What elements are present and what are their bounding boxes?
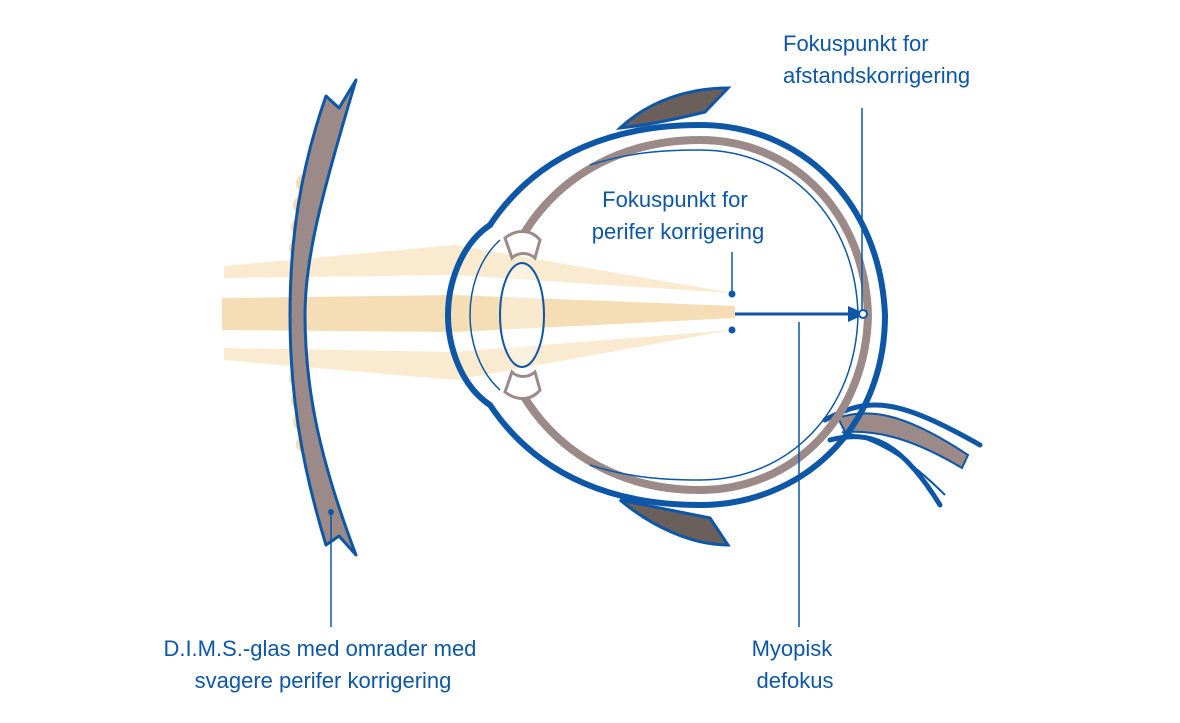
focus-arrow-head xyxy=(848,306,866,322)
myopic-defocus-label: Myopisk defokus xyxy=(752,636,839,693)
cornea-inner xyxy=(469,239,501,391)
lens-marker-dot xyxy=(328,509,334,515)
eye-sclera xyxy=(487,121,889,509)
peripheral-focus-point-lower xyxy=(728,326,736,334)
cornea xyxy=(444,222,493,408)
optic-nerve-core xyxy=(836,412,970,470)
iris-upper xyxy=(503,230,542,261)
lower-eyelid xyxy=(619,498,731,547)
lens-label: D.I.M.S.-glas med omrader med svagere pe… xyxy=(163,636,482,693)
distance-focus-label: Fokuspunkt for afstandskorrigering xyxy=(783,31,970,88)
peripheral-focus-label: Fokuspunkt for perifer korrigering xyxy=(592,187,764,244)
crystalline-lens xyxy=(499,262,545,368)
eye-choroid xyxy=(516,135,873,495)
upper-peripheral-beam xyxy=(224,245,732,293)
distance-focus-point xyxy=(858,309,868,319)
dims-spectacle-lens xyxy=(288,78,358,557)
lower-peripheral-beam xyxy=(224,330,732,380)
central-beam xyxy=(222,295,735,332)
upper-eyelid xyxy=(615,86,732,130)
iris-lower xyxy=(503,369,542,400)
crystalline-lens-fill xyxy=(502,265,542,365)
optic-nerve-inner-line xyxy=(841,431,946,496)
